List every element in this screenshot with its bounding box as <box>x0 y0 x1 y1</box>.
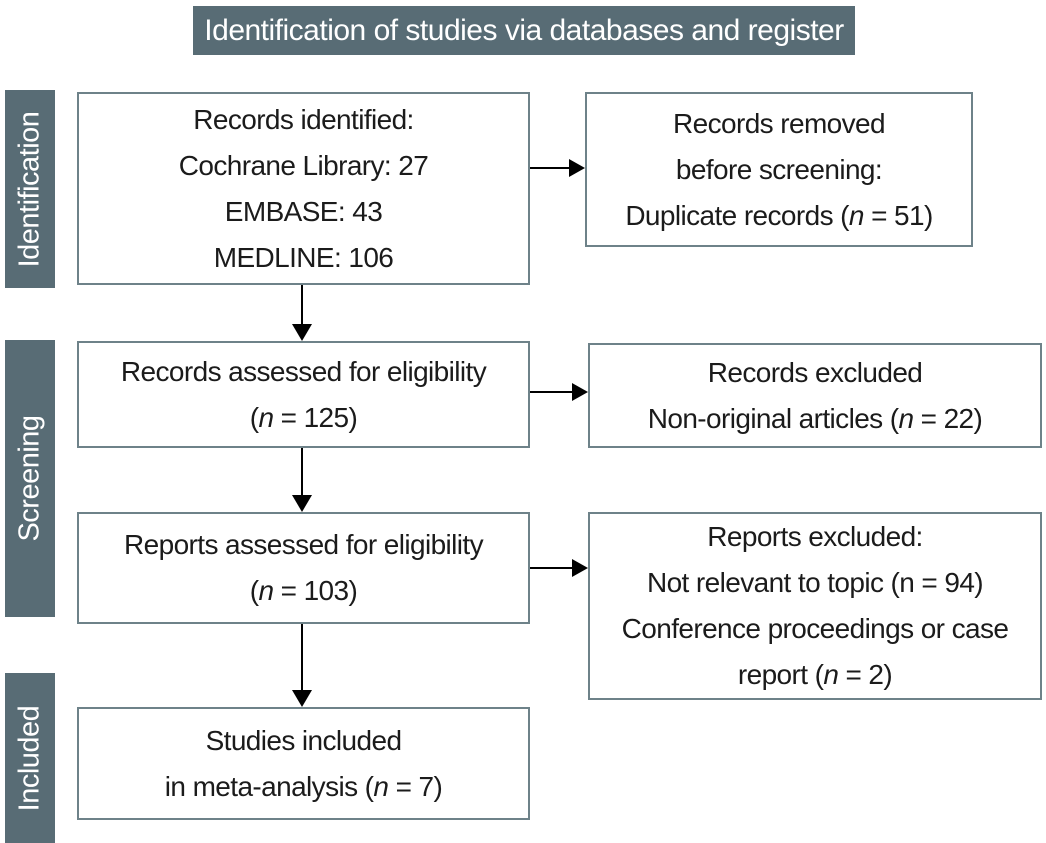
arrow-reports-to-studies-included <box>292 624 312 707</box>
arrow-down-head-icon <box>292 495 312 512</box>
stage-label-screening: Screening <box>5 340 55 617</box>
box-records-assessed: Records assessed for eligibility(n = 125… <box>77 341 530 448</box>
arrow-stem <box>530 567 572 569</box>
arrow-identified-to-assessed <box>292 285 312 341</box>
arrow-stem <box>530 167 569 169</box>
arrow-identified-to-removed <box>530 159 585 177</box>
arrow-down-head-icon <box>292 324 312 341</box>
arrow-down-head-icon <box>292 690 312 707</box>
stage-label-text: Identification <box>13 111 46 267</box>
arrow-stem <box>530 391 572 393</box>
arrow-stem <box>301 624 303 690</box>
arrow-assessed-to-reports-assessed <box>292 448 312 512</box>
box-reports-excluded: Reports excluded:Not relevant to topic (… <box>588 512 1042 700</box>
stage-label-included: Included <box>5 673 55 843</box>
title-banner: Identification of studies via databases … <box>193 6 855 55</box>
box-reports-assessed: Reports assessed for eligibility(n = 103… <box>77 512 530 624</box>
stage-label-text: Included <box>13 705 46 811</box>
arrow-assessed-to-excluded <box>530 383 588 401</box>
arrow-right-head-icon <box>572 559 588 577</box>
arrow-right-head-icon <box>572 383 588 401</box>
arrow-stem <box>301 285 303 324</box>
arrow-stem <box>301 448 303 495</box>
arrow-right-head-icon <box>569 159 585 177</box>
arrow-reports-to-reports-excluded <box>530 559 588 577</box>
stage-label-text: Screening <box>13 415 46 542</box>
stage-label-identification: Identification <box>5 90 55 288</box>
